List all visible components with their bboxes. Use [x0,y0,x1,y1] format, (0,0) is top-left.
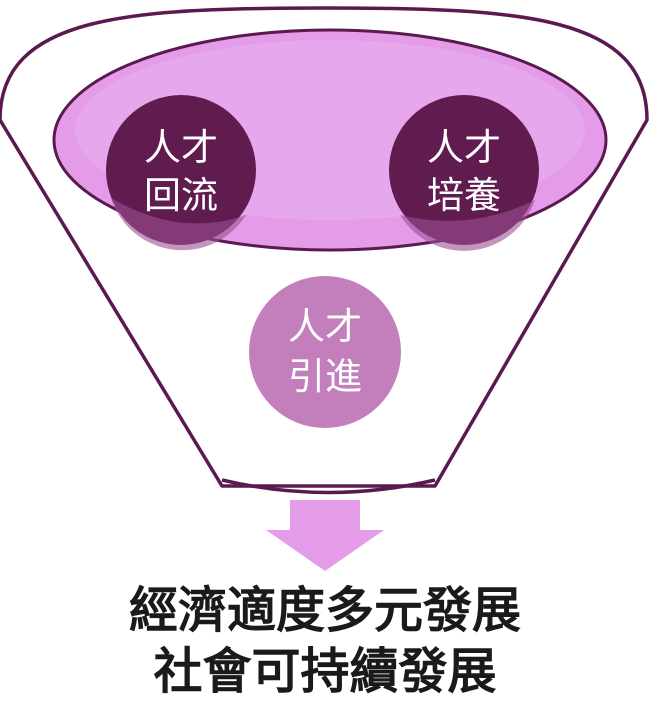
input-return-line2: 回流 [144,174,218,217]
input-circle-training [389,95,539,245]
input-circle-training-overlap [400,200,535,251]
input-training-line1: 人才 [427,126,501,169]
funnel-spout [221,478,436,495]
input-circle-recruit [249,276,401,428]
input-talent-return: 人才 回流 [106,95,256,251]
outcome-society: 社會可持續發展 [153,643,496,700]
input-talent-recruit: 人才 引進 [249,276,401,428]
input-talent-training: 人才 培養 [389,95,539,251]
input-circle-return [106,95,256,245]
down-arrow-icon [266,500,384,571]
input-circle-return-overlap [111,198,246,251]
input-recruit-line1: 人才 [288,305,362,348]
input-return-line1: 人才 [144,126,218,169]
outcome-economy: 經濟適度多元發展 [129,582,521,639]
input-training-line2: 培養 [427,174,501,217]
input-recruit-line2: 引進 [288,355,362,398]
